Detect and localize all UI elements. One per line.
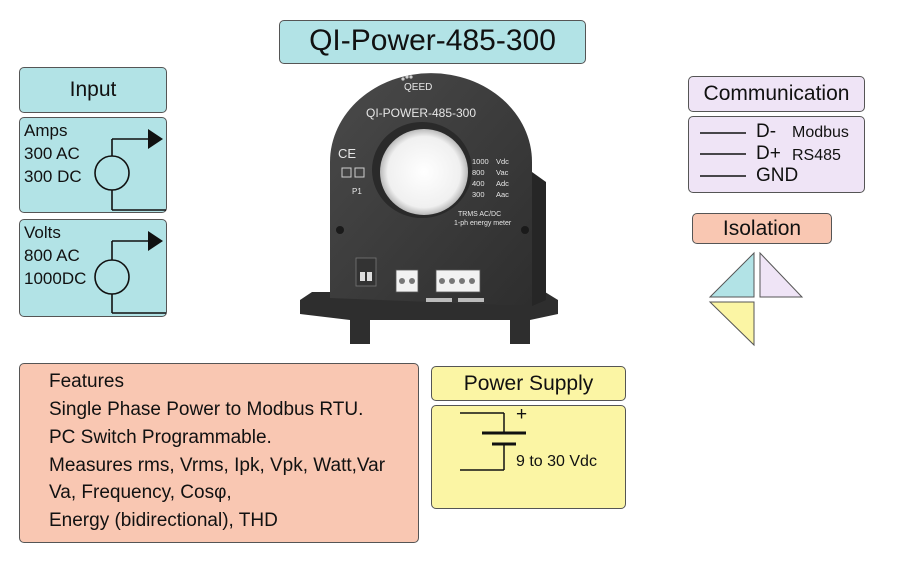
power-supply-box: + 9 to 30 Vdc [431, 404, 626, 509]
communication-header: Communication [703, 82, 850, 105]
feature-item: Measures rms, Vrms, Ipk, Vpk, Watt,Var [49, 455, 386, 476]
power-supply-header-box: Power Supply [431, 366, 626, 401]
input-header-box: Input [19, 67, 167, 113]
features-box: Features Single Phase Power to Modbus RT… [19, 363, 419, 543]
pin-lines [700, 132, 746, 177]
battery-icon [460, 412, 526, 471]
rating-1-value: 1000 [472, 157, 489, 166]
communication-header-box: Communication [688, 76, 865, 112]
features-header: Features [49, 371, 124, 392]
volts-label: Volts [24, 223, 61, 242]
isolation-header: Isolation [722, 216, 802, 240]
protocol-modbus: Modbus [792, 124, 849, 141]
rating-4-unit: Aac [496, 190, 509, 199]
volts-ac: 800 AC [24, 246, 80, 265]
positive-sign: + [516, 404, 528, 425]
isolation-header-box: Isolation [692, 213, 832, 244]
volts-dc: 1000DC [24, 269, 87, 288]
title-box: QI-Power-485-300 [279, 20, 586, 64]
rating-3-value: 400 [472, 179, 485, 188]
device-model: QI-POWER-485-300 [366, 106, 476, 120]
voltage-range: 9 to 30 Vdc [516, 453, 597, 470]
pin-d-plus: D+ [756, 143, 781, 164]
rating-4-value: 300 [472, 190, 485, 199]
feature-item: Single Phase Power to Modbus RTU. [49, 399, 364, 420]
pin-d-minus: D- [756, 121, 777, 142]
device-image: QEED QI-POWER-485-300 CE P1 1000 Vdc 800… [300, 73, 558, 344]
ce-mark: CE [338, 146, 356, 161]
device-desc-1: TRMS AC/DC [458, 211, 501, 218]
isolation-icon [708, 251, 804, 347]
device-desc-2: 1-ph energy meter [454, 220, 512, 227]
feature-item: Va, Frequency, Cosφ, [49, 482, 232, 503]
rating-2-unit: Vac [496, 168, 509, 177]
feature-item: Energy (bidirectional), THD [49, 510, 278, 531]
amps-ac: 300 AC [24, 144, 80, 163]
protocol-rs485: RS485 [792, 147, 841, 164]
device-brand: QEED [404, 82, 432, 93]
amps-label: Amps [24, 121, 68, 140]
amps-dc: 300 DC [24, 167, 82, 186]
rating-1-unit: Vdc [496, 157, 509, 166]
communication-pins-box: D- D+ GND Modbus RS485 [688, 116, 865, 193]
amps-box: Amps 300 AC 300 DC [19, 117, 167, 213]
page-title: QI-Power-485-300 [309, 24, 556, 57]
current-source-icon [94, 129, 166, 211]
port-label: P1 [352, 187, 362, 196]
volts-box: Volts 800 AC 1000DC [19, 219, 167, 317]
feature-item: PC Switch Programmable. [49, 427, 272, 448]
voltage-source-icon [94, 231, 166, 314]
power-supply-header: Power Supply [463, 371, 594, 395]
rating-2-value: 800 [472, 168, 485, 177]
rating-3-unit: Adc [496, 179, 509, 188]
input-header: Input [69, 78, 117, 101]
pin-gnd: GND [756, 165, 799, 186]
